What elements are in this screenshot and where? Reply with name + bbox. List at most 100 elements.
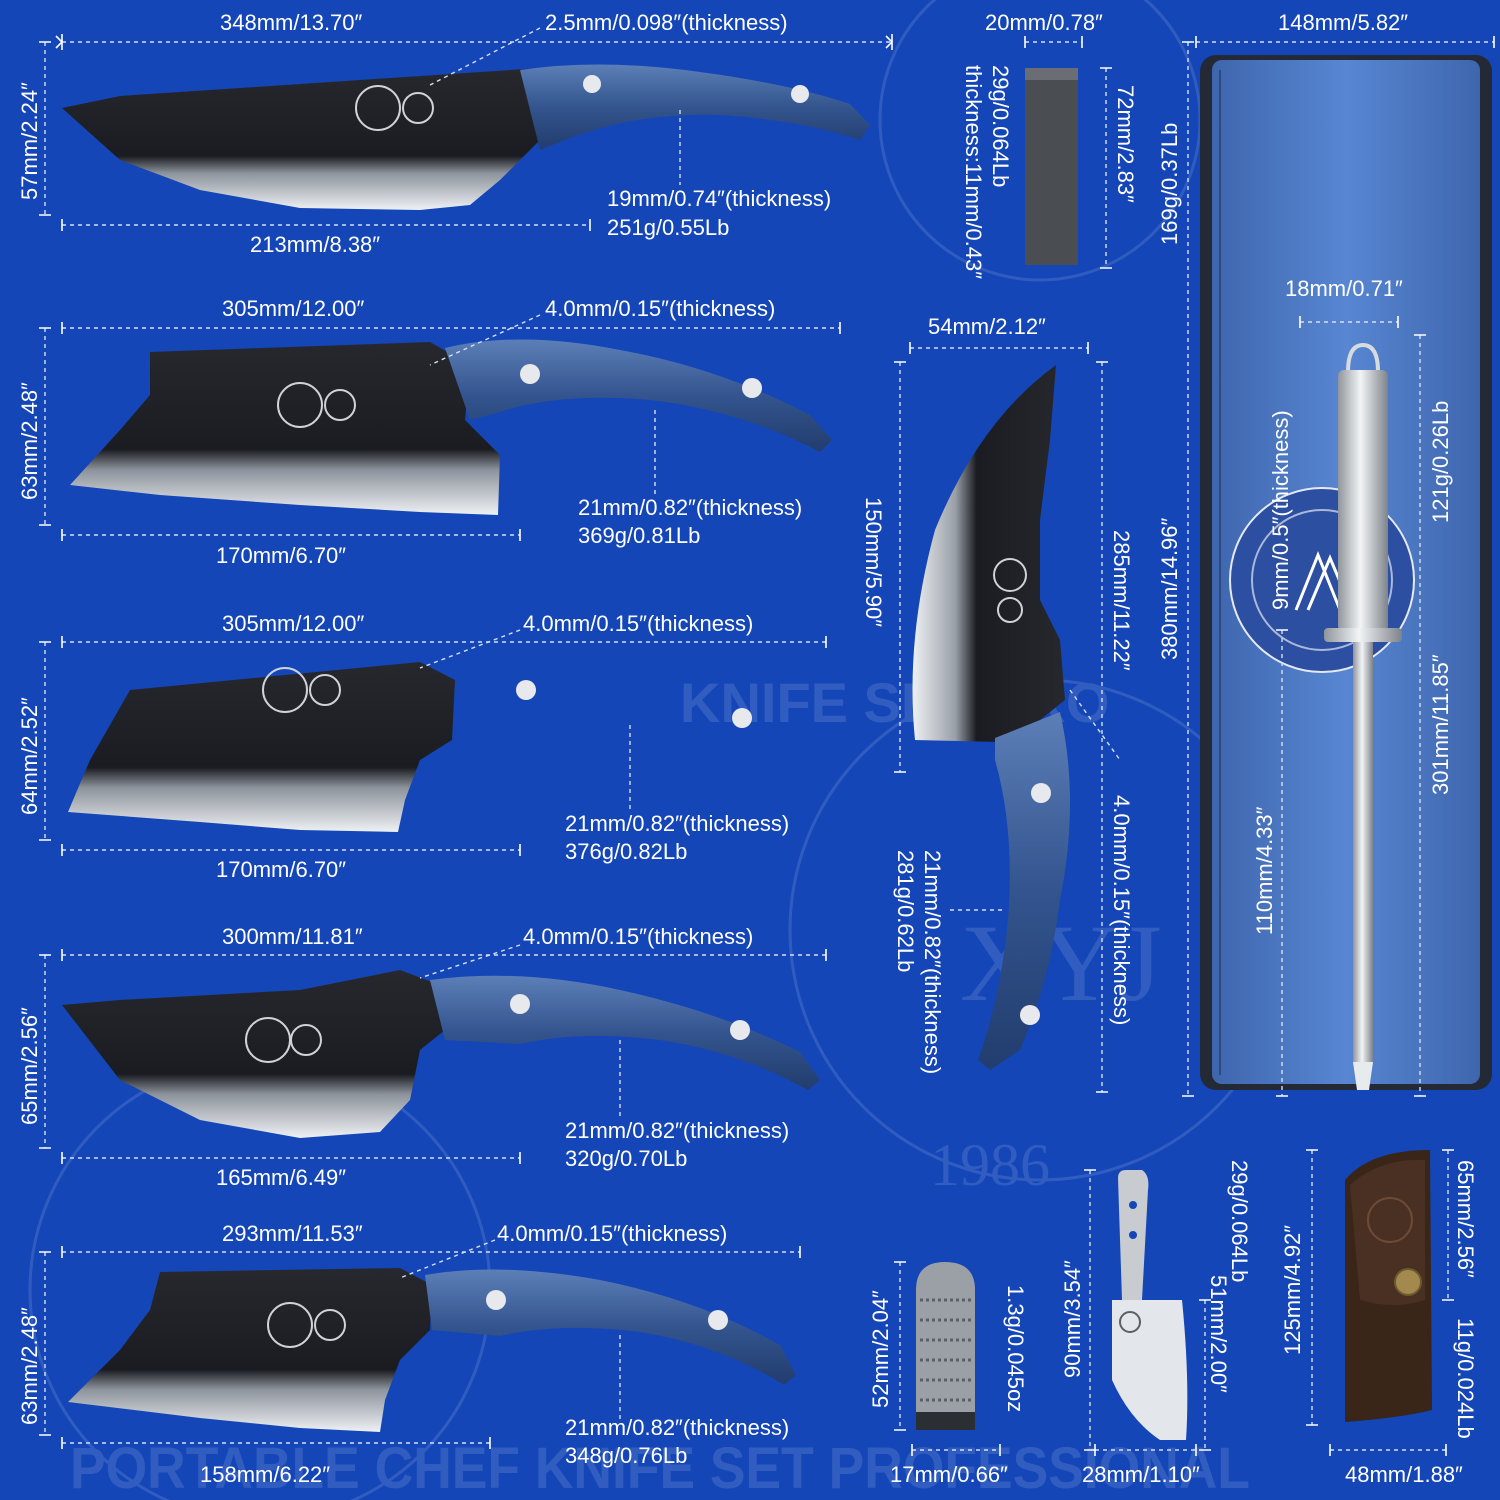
knife-3-rivet-2: [732, 708, 752, 728]
finger-guard-dimensions: 52mm/2.04″ 1.3g/0.045oz 17mm/0.66″: [868, 1261, 1028, 1487]
finger-guard-width: 17mm/0.66″: [890, 1462, 1008, 1487]
knife-4-height: 65mm/2.56″: [17, 1007, 42, 1125]
watermark-slogan: PORTABLE CHEF KNIFE SET PROFESSIONAL: [70, 1436, 1250, 1500]
mini-cleaver-hole-1: [1129, 1201, 1137, 1209]
sheath-dimensions: 125mm/4.92″ 65mm/2.56″ 11g/0.024Lb 48mm/…: [1280, 1149, 1478, 1487]
knife-5-blade: [68, 1268, 432, 1432]
mini-cleaver-weight: 29g/0.064Lb: [1227, 1160, 1252, 1282]
knife-1-rivet-2: [791, 85, 809, 103]
knife-2-logo-2: [324, 389, 356, 421]
knife-2-handle: [445, 339, 832, 452]
mini-cleaver-blade: [1112, 1300, 1188, 1440]
knife-5-weight: 348g/0.76Lb: [565, 1443, 687, 1468]
knife-1-logo-2: [402, 92, 434, 124]
knife-2-rivet-1: [520, 364, 540, 384]
rod-handle-length: 110mm/4.33″: [1252, 806, 1277, 935]
knife-3-dimensions: 305mm/12.00″ 4.0mm/0.15″(thickness) 64mm…: [17, 611, 827, 882]
knife-5-rivet-2: [708, 1310, 728, 1330]
knife-3-blade-thickness: 4.0mm/0.15″(thickness): [523, 611, 753, 636]
bag-width: 148mm/5.82″: [1278, 10, 1408, 35]
sharpening-rod: [1324, 342, 1402, 1090]
curved-knife-handle-thickness: 21mm/0.82″(thickness): [920, 850, 945, 1074]
rod-guard: [1324, 628, 1402, 642]
sheath-emblem: [1367, 1197, 1413, 1243]
curved-knife-dimensions: 54mm/2.12″ 150mm/5.90″ 285mm/11.22″ 4.0m…: [861, 314, 1134, 1093]
curved-knife-blade-length: 150mm/5.90″: [861, 497, 886, 627]
mini-cleaver-hole-2: [1129, 1231, 1137, 1239]
curved-knife-blade-thickness: 4.0mm/0.15″(thickness): [1109, 795, 1134, 1025]
sheath-height: 125mm/4.92″: [1280, 1225, 1305, 1355]
knife-1-handle-thickness: 19mm/0.74″(thickness): [607, 186, 831, 211]
finger-guard-body: [916, 1262, 975, 1430]
mini-cleaver-height: 90mm/3.54″: [1060, 1260, 1085, 1378]
finger-guard-cuff: [916, 1412, 975, 1430]
bag-logo-inner: [1251, 509, 1393, 651]
knife-1-logo: [355, 85, 401, 131]
knife-5-height: 63mm/2.48″: [17, 1307, 42, 1425]
mini-cleaver-dimensions: 90mm/3.54″ 29g/0.064Lb 51mm/2.00″ 28mm/1…: [1060, 1160, 1252, 1487]
rod-tip: [1353, 1062, 1373, 1090]
knife-2-rivet-2: [742, 378, 762, 398]
knife-5: [68, 1268, 796, 1432]
curved-knife-handle: [978, 712, 1070, 1070]
knife-4-dimensions: 300mm/11.81″ 4.0mm/0.15″(thickness) 65mm…: [17, 924, 827, 1190]
knife-2-overall-length: 305mm/12.00″: [222, 296, 365, 321]
curved-knife-width: 54mm/2.12″: [928, 314, 1046, 339]
bag-length: 380mm/14.96″: [1157, 517, 1182, 660]
rod-weight: 121g/0.26Lb: [1428, 401, 1453, 523]
knife-3-logo-2: [309, 674, 341, 706]
knife-4-handle: [430, 975, 820, 1090]
knife-4-blade-length: 165mm/6.49″: [216, 1165, 346, 1190]
knife-1-blade-thickness: 2.5mm/0.098″(thickness): [545, 10, 788, 35]
sheath-snap-button: [1394, 1268, 1422, 1296]
knife-1: [62, 64, 870, 210]
knife-5-handle: [425, 1269, 796, 1385]
curved-knife: [912, 365, 1070, 1070]
knife-2-blade: [70, 342, 500, 515]
knife-3-weight: 376g/0.82Lb: [565, 839, 687, 864]
watermark-brand: XYJ: [960, 902, 1162, 1024]
rod-width: 18mm/0.71″: [1285, 276, 1403, 301]
curved-knife-weight: 281g/0.62Lb: [893, 850, 918, 972]
sheath-blade-height: 65mm/2.56″: [1453, 1160, 1478, 1278]
rod-length: 301mm/11.85″: [1428, 654, 1453, 795]
stone-weight: 29g/0.064Lb: [988, 65, 1013, 187]
knife-4-overall-length: 300mm/11.81″: [222, 924, 363, 949]
knife-3-rivet-1: [516, 680, 536, 700]
knife-1-blade: [62, 68, 565, 210]
curved-knife-overall-length: 285mm/11.22″: [1109, 530, 1134, 671]
knife-5-blade-thickness: 4.0mm/0.15″(thickness): [497, 1221, 727, 1246]
knife-2-height: 63mm/2.48″: [17, 382, 42, 500]
curved-knife-rivet-2: [1020, 1005, 1040, 1025]
rod-thickness: 9mm/0.5″(thickness): [1268, 410, 1293, 610]
watermark: XYJ 1986 PORTABLE CHEF KNIFE SET PROFESS…: [28, 0, 1292, 1500]
knife-5-blade-length: 158mm/6.22″: [200, 1462, 330, 1487]
rod-hanging-ring: [1346, 342, 1380, 373]
finger-guard-weight: 1.3g/0.045oz: [1003, 1285, 1028, 1412]
knife-4-blade-thickness: 4.0mm/0.15″(thickness): [523, 924, 753, 949]
rod-handle: [1338, 370, 1388, 632]
knife-5-dimensions: 293mm/11.53″ 4.0mm/0.15″(thickness) 63mm…: [17, 1221, 801, 1487]
stone-length: 72mm/2.83″: [1113, 85, 1138, 203]
sharpening-stone: [1025, 68, 1078, 265]
knife-2-handle-thickness: 21mm/0.82″(thickness): [578, 495, 802, 520]
knife-4-weight: 320g/0.70Lb: [565, 1146, 687, 1171]
leather-sheath: [1345, 1150, 1432, 1422]
knife-3: [68, 662, 752, 832]
knife-4-logo-2: [290, 1024, 322, 1056]
knife-1-blade-length: 213mm/8.38″: [250, 232, 380, 257]
stone-body: [1025, 68, 1078, 265]
knife-4-rivet-2: [730, 1020, 750, 1040]
knife-1-rivet-1: [583, 75, 601, 93]
knife-3-height: 64mm/2.52″: [17, 697, 42, 815]
mini-cleaver: [1112, 1170, 1188, 1440]
watermark-year: 1986: [930, 1132, 1050, 1198]
knife-5-handle-thickness: 21mm/0.82″(thickness): [565, 1415, 789, 1440]
finger-guard: [916, 1262, 975, 1430]
knife-1-weight: 251g/0.55Lb: [607, 215, 729, 240]
knife-1-dimensions: 348mm/13.70″ 2.5mm/0.098″(thickness) 57m…: [17, 10, 894, 257]
knife-2-dimensions: 305mm/12.00″ 4.0mm/0.15″(thickness) 63mm…: [17, 296, 841, 568]
knife-4-rivet-1: [510, 994, 530, 1014]
knife-4-handle-thickness: 21mm/0.82″(thickness): [565, 1118, 789, 1143]
knife-2-blade-thickness: 4.0mm/0.15″(thickness): [545, 296, 775, 321]
